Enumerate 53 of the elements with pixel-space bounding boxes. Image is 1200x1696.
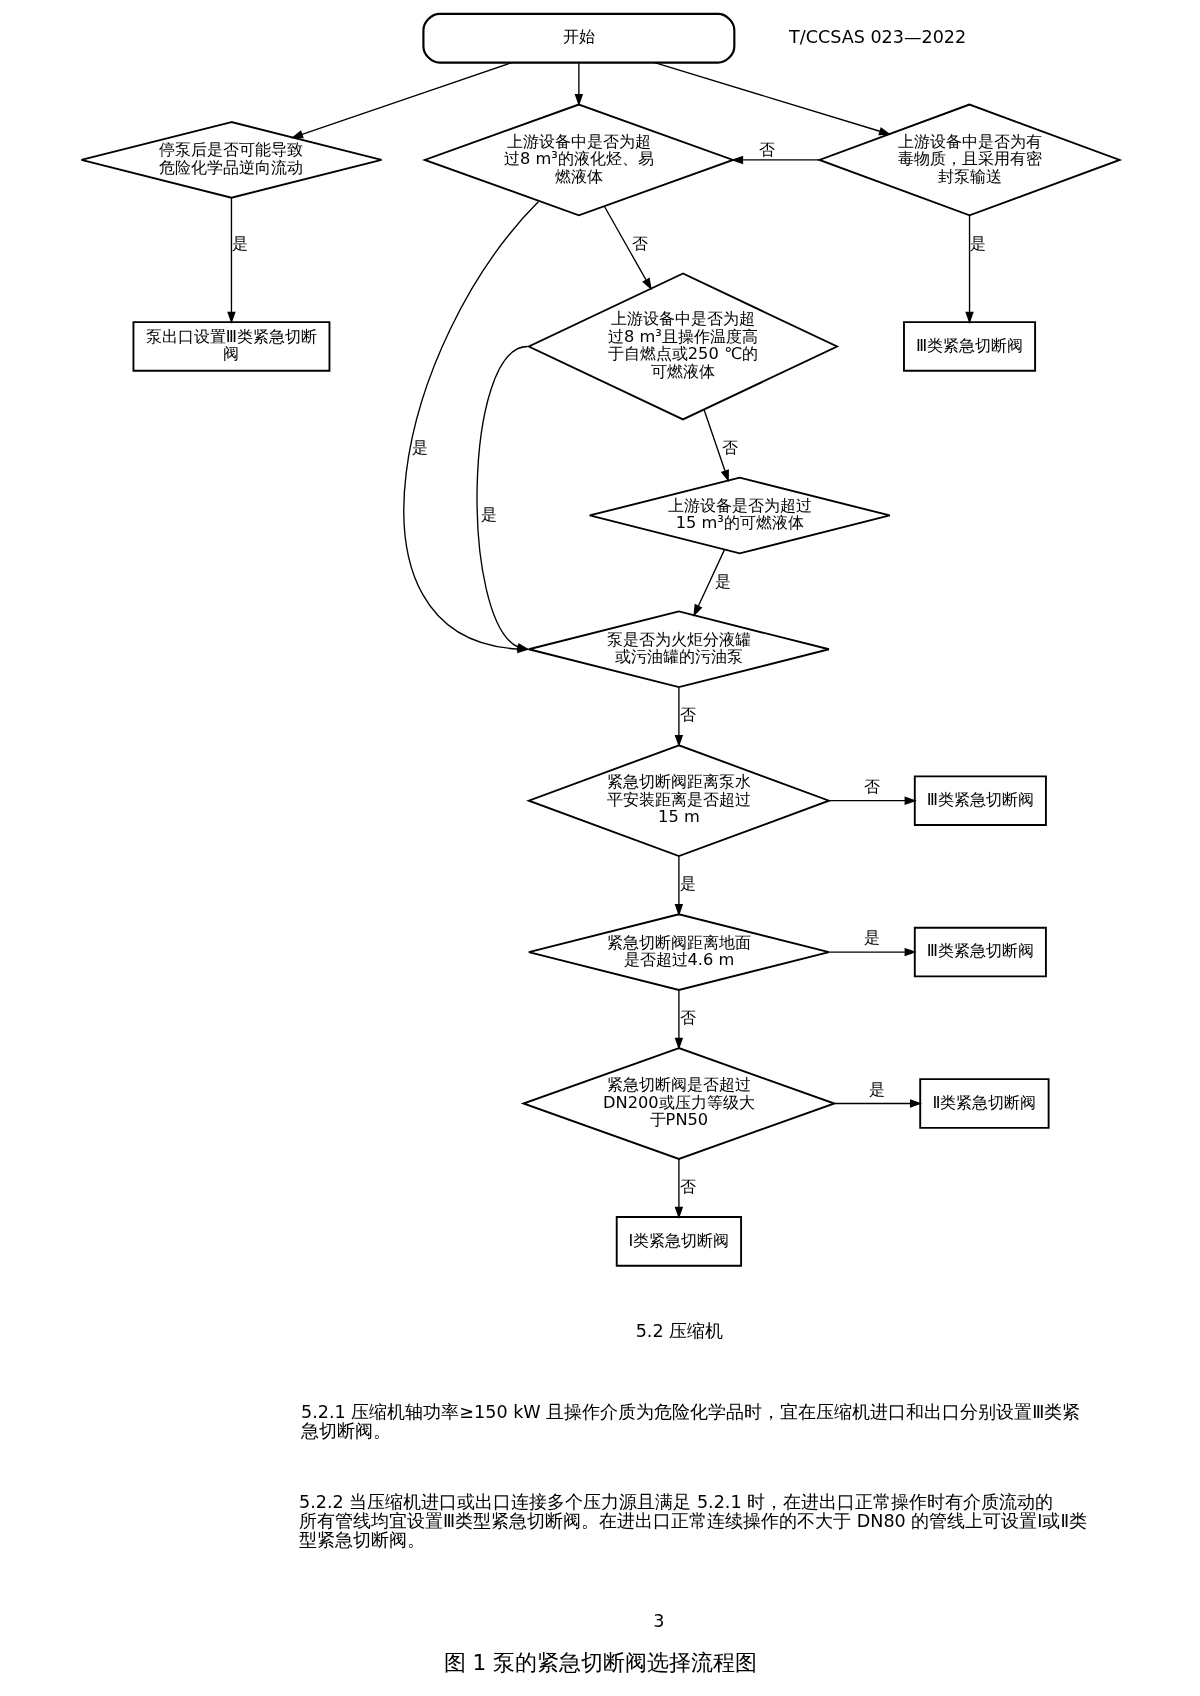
arrow: [290, 62, 512, 139]
arrow: [603, 205, 652, 291]
arrow: [828, 796, 917, 805]
edge-label: 是: [411, 437, 428, 457]
node-diamond: 紧急切断阀是否超过DN200或压力等级大于PN50: [520, 1047, 837, 1160]
arrow: [653, 62, 891, 136]
node-diamond: 紧急切断阀距离地面是否超过4.6 m: [527, 913, 830, 991]
arrow: [692, 549, 725, 617]
arrow: [674, 686, 683, 748]
edge-label: 否: [679, 1008, 696, 1028]
edge-label: 是: [863, 928, 880, 948]
label: T/CCSAS 023—2022: [788, 26, 966, 47]
edge-label: 是: [480, 504, 497, 524]
arrow: [833, 1099, 922, 1108]
node-diamond: 上游设备中是否为超过8 m³的液化烃、易燃液体: [421, 103, 736, 217]
arrow: [674, 855, 683, 917]
node-box: 泵出口设置Ⅲ类紧急切断阀: [132, 321, 330, 372]
arrow: [964, 214, 974, 324]
arrow: [226, 197, 236, 324]
edge-label: 否: [631, 233, 648, 253]
caption: 图 1 泵的紧急切断阀选择流程图: [443, 1649, 757, 1675]
edge-label: 是: [231, 233, 248, 253]
node-diamond: 上游设备中是否为超过8 m³且操作温度高于自燃点或250 ℃的可燃液体: [526, 272, 839, 421]
node-diamond: 停泵后是否可能导致危险化学品逆向流动: [79, 121, 382, 199]
edge-label: 是: [714, 571, 731, 591]
edge-label: 否: [679, 705, 696, 725]
node-diamond: 泵是否为火炬分液罐或污油罐的污油泵: [527, 610, 830, 689]
edge-label: 是: [868, 1079, 885, 1099]
edge-label: 否: [758, 140, 775, 160]
label: 5.2 压缩机: [635, 1320, 723, 1341]
label: 3: [652, 1611, 664, 1632]
arrow: [674, 1158, 683, 1219]
arrow: [730, 155, 820, 165]
node-diamond: 上游设备中是否为有毒物质，且采用有密封泵输送: [816, 103, 1122, 217]
arrow: [828, 947, 917, 957]
node-box: Ⅲ类紧急切断阀: [902, 321, 1036, 372]
edge-label: 否: [679, 1177, 696, 1197]
arrow: [674, 989, 683, 1050]
arrow: [574, 62, 583, 107]
node-diamond: 紧急切断阀距离泵水平安装距离是否超过15 m: [525, 744, 832, 858]
node-box: Ⅱ类紧急切断阀: [918, 1078, 1050, 1129]
node-diamond: 上游设备是否为超过15 m³的可燃液体: [588, 476, 891, 555]
node-box: 开始: [421, 12, 735, 64]
edge-label: 是: [679, 874, 696, 894]
node-box: Ⅲ类紧急切断阀: [913, 926, 1047, 978]
edge-label: 否: [721, 437, 738, 457]
edge-label: 是: [969, 233, 986, 253]
edge-label: 否: [863, 777, 880, 797]
label: 5.2.2 当压缩机进口或出口连接多个压力源且满足 5.2.1 时，在进出口正常操作时有介质流动的所有管线均宜设置Ⅲ类型紧急切断阀。在进出口正常连续操作的不大于 DN80 的管线上可设置Ⅰ或Ⅱ类型紧急切断阀。: [298, 1492, 1087, 1551]
node-box: Ⅰ类紧急切断阀: [615, 1216, 742, 1267]
node-box: Ⅲ类紧急切断阀: [913, 775, 1047, 826]
arrow: [702, 409, 729, 483]
label: 5.2.1 压缩机轴功率≥150 kW 且操作介质为危险化学品时，宜在压缩机进口和出口分别设置Ⅲ类紧急切断阀。: [300, 1401, 1080, 1441]
